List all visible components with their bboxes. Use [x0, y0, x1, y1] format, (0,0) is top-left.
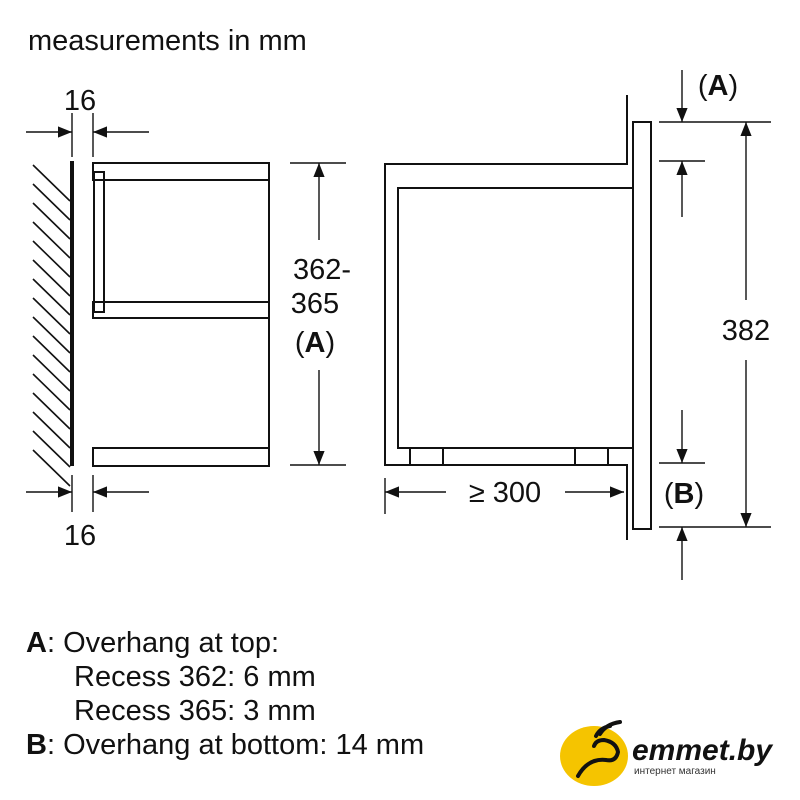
hatch-line: [32, 430, 71, 468]
overhang-dimension-b: [659, 410, 705, 580]
cabinet-side-view: [384, 95, 652, 540]
hatch-line: [32, 335, 71, 373]
depth-value: ≥ 300: [469, 477, 541, 509]
note-b-text: : Overhang at bottom: 14 mm: [46, 729, 425, 761]
hatch-line: [32, 202, 71, 240]
hatch-line: [32, 411, 71, 449]
recess-height-label: (A): [295, 327, 335, 359]
note-a-key: A: [26, 627, 47, 659]
note-b: B: Overhang at bottom: 14 mm: [26, 728, 424, 762]
hatch-line: [32, 449, 71, 487]
hatch-line: [32, 164, 71, 202]
gap-dimension-bottom: [26, 475, 149, 512]
cabinet-front-view: [92, 162, 270, 467]
logo-name: emmet.by: [632, 734, 773, 767]
note-b-key: B: [26, 729, 47, 761]
recess-height-line1: 362-: [293, 254, 351, 286]
recess-height-line2: 365: [291, 288, 339, 320]
wall: [32, 161, 74, 487]
gap-top-value: 16: [64, 85, 96, 117]
depth-dimension: [384, 478, 624, 514]
hatch-line: [32, 354, 71, 392]
hatch-line: [32, 392, 71, 430]
hatch-line: [32, 316, 71, 354]
hatch-line: [32, 259, 71, 297]
overhang-dimension-a: [659, 70, 705, 217]
diagram-title: measurements in mm: [28, 25, 307, 57]
overhang-b-label: (B): [664, 478, 704, 510]
overhang-a-label: (A): [698, 70, 738, 102]
appliance-height-dimension: [659, 121, 771, 528]
note-a-recess-362: Recess 362: 6 mm: [74, 661, 316, 693]
hatch-line: [32, 278, 71, 316]
hatch-line: [32, 221, 71, 259]
hatch-line: [32, 183, 71, 221]
hatch-line: [32, 240, 71, 278]
recess-height-dimension: [290, 162, 346, 466]
logo-tagline: интернет магазин: [634, 766, 716, 777]
appliance-height-value: 382: [722, 315, 770, 347]
hatch-line: [32, 373, 71, 411]
note-a-text: : Overhang at top:: [46, 627, 280, 659]
note-a-recess-365: Recess 365: 3 mm: [74, 695, 316, 727]
hatch-line: [32, 297, 71, 335]
ant-icon: [576, 720, 622, 778]
note-a: A: Overhang at top:: [26, 626, 424, 660]
emmet-logo: emmet.by интернет магазин: [556, 716, 796, 788]
legend-notes: A: Overhang at top: Recess 362: 6 mm Rec…: [26, 626, 424, 762]
gap-bottom-value: 16: [64, 520, 96, 552]
gap-dimension-top: [26, 113, 149, 157]
